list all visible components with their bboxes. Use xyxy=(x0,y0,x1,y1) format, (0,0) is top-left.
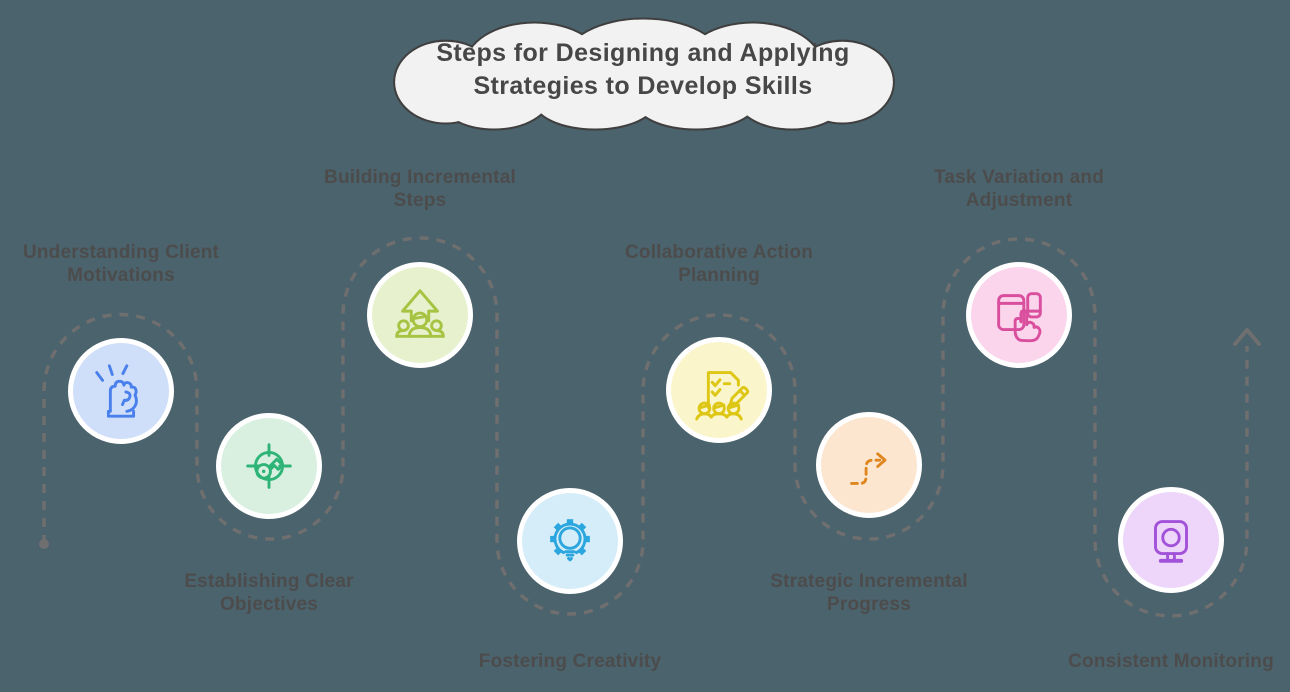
dashed-route-line xyxy=(42,236,1249,618)
step-node-8 xyxy=(1118,487,1224,593)
step-node-7 xyxy=(966,262,1072,368)
step-label-8: Consistent Monitoring xyxy=(1068,651,1274,672)
step-label-5: Collaborative Action Planning xyxy=(624,242,814,286)
monitor-icon xyxy=(1154,520,1188,563)
target-key-icon xyxy=(246,443,292,489)
path-start-dot-icon xyxy=(39,539,49,549)
page-title: Steps for Designing and Applying Strateg… xyxy=(436,39,850,100)
title-cloud: Steps for Designing and Applying Strateg… xyxy=(383,12,903,136)
step-node-2 xyxy=(216,413,322,519)
step-node-4 xyxy=(517,488,623,594)
dashed-progress-arrow-icon xyxy=(850,452,887,485)
step-node-5 xyxy=(666,337,772,443)
step-node-3 xyxy=(367,262,473,368)
cloud-shape xyxy=(393,17,895,131)
step-label-1: Understanding Client Motivations xyxy=(22,242,220,286)
step-node-6 xyxy=(816,412,922,518)
path-end-arrow-icon xyxy=(1233,328,1261,346)
raised-fist-icon xyxy=(95,364,138,418)
step-label-2: Establishing Clear Objectives xyxy=(184,571,354,615)
step-label-4: Fostering Creativity xyxy=(478,651,662,672)
step-node-1 xyxy=(68,338,174,444)
step-label-3: Building Incremental Steps xyxy=(324,167,516,211)
gear-lightbulb-icon xyxy=(550,519,590,562)
step-label-6: Strategic Incremental Progress xyxy=(770,571,968,615)
step-label-7: Task Variation and Adjustment xyxy=(933,167,1105,211)
plan-document-icon xyxy=(695,371,750,421)
growth-team-icon xyxy=(395,289,445,338)
devices-touch-icon xyxy=(997,292,1042,343)
